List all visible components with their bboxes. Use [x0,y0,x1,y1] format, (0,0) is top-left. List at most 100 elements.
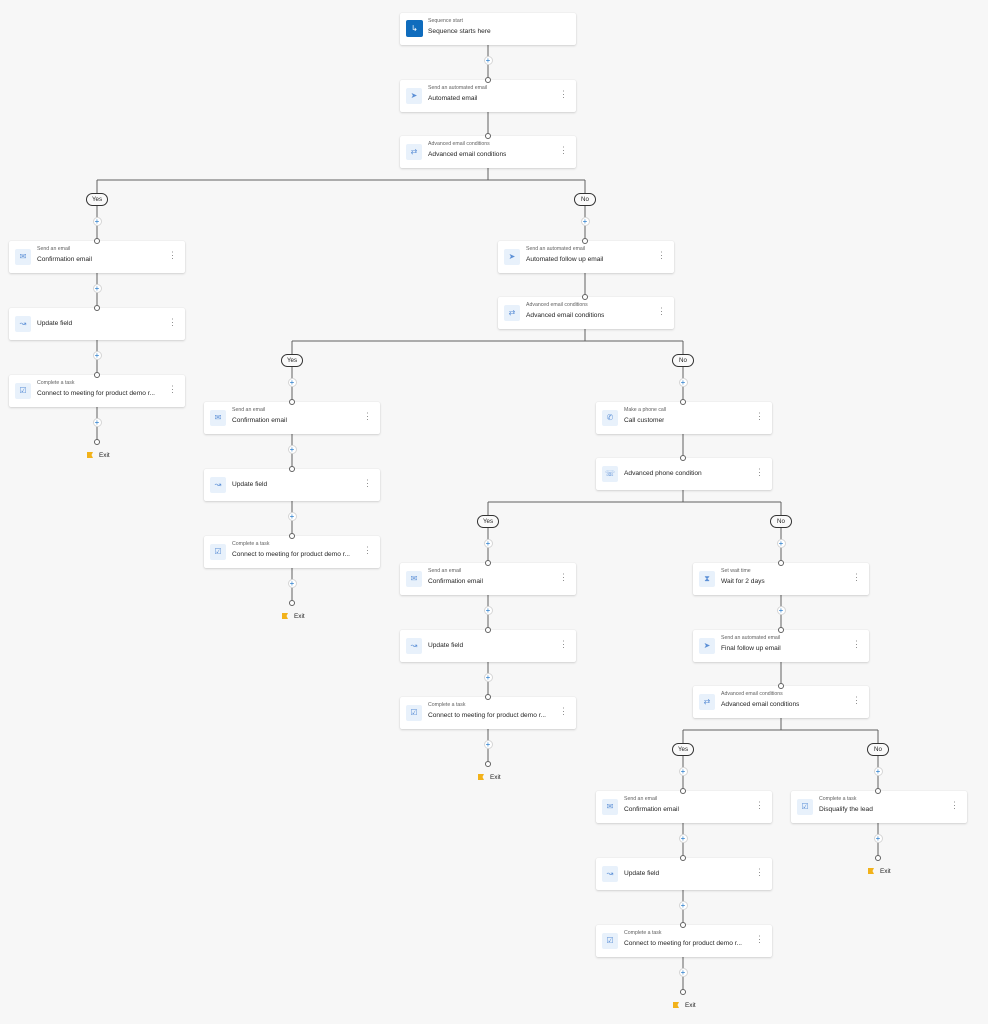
connector-node [778,560,784,566]
more-options-icon[interactable]: ⋮ [559,89,568,99]
add-step-button[interactable]: + [483,739,493,749]
more-options-icon[interactable]: ⋮ [852,639,861,649]
step-card-e-update[interactable]: ↝Update field⋮ [400,630,576,662]
connector-node [485,627,491,633]
connector-node [94,372,100,378]
more-options-icon[interactable]: ⋮ [950,800,959,810]
step-title: Connect to meeting for product demo r... [624,940,743,947]
more-options-icon[interactable]: ⋮ [168,317,177,327]
more-options-icon[interactable]: ⋮ [559,706,568,716]
more-options-icon[interactable]: ⋮ [168,384,177,394]
step-type-label: Complete a task [37,380,75,386]
step-title: Update field [624,870,660,877]
add-step-button[interactable]: + [287,377,297,387]
add-step-button[interactable]: + [776,605,786,615]
more-options-icon[interactable]: ⋮ [755,800,764,810]
complete-task-icon: ☑ [15,383,31,399]
step-type-label: Send an email [232,407,266,413]
branch-yes-label: Yes [672,742,694,756]
exit-flag-icon [478,774,484,780]
more-options-icon[interactable]: ⋮ [755,934,764,944]
connector-node [485,133,491,139]
add-step-button[interactable]: + [678,967,688,977]
connector-node [680,455,686,461]
more-options-icon[interactable]: ⋮ [755,867,764,877]
add-step-button[interactable]: + [287,578,297,588]
add-step-button[interactable]: + [873,833,883,843]
add-step-button[interactable]: + [483,672,493,682]
add-step-button[interactable]: + [92,283,102,293]
step-title: Disqualify the lead [819,806,873,813]
more-options-icon[interactable]: ⋮ [852,572,861,582]
add-step-button[interactable]: + [483,538,493,548]
step-title: Automated follow up email [526,256,604,263]
complete-task-icon: ☑ [797,799,813,815]
update-field-icon: ↝ [602,866,618,882]
add-step-button[interactable]: + [776,538,786,548]
more-options-icon[interactable]: ⋮ [657,250,666,260]
add-step-button[interactable]: + [678,766,688,776]
more-options-icon[interactable]: ⋮ [363,545,372,555]
step-card-c-update[interactable]: ↝Update field⋮ [204,469,380,501]
add-step-button[interactable]: + [483,55,493,65]
connector-node [875,855,881,861]
add-step-button[interactable]: + [873,766,883,776]
step-title: Advanced email conditions [721,701,800,708]
more-options-icon[interactable]: ⋮ [559,572,568,582]
step-type-label: Send an automated email [428,85,488,91]
phone-call-icon: ✆ [602,410,618,426]
send-automated-email-icon: ➤ [504,249,520,265]
more-options-icon[interactable]: ⋮ [559,145,568,155]
more-options-icon[interactable]: ⋮ [657,306,666,316]
step-type-label: Advanced email conditions [526,302,588,308]
add-step-button[interactable]: + [678,833,688,843]
add-step-button[interactable]: + [287,511,297,521]
step-card-g-update[interactable]: ↝ Update field ⋮ [596,858,772,890]
add-step-button[interactable]: + [678,377,688,387]
exit-node: Exit [478,774,501,781]
more-options-icon[interactable]: ⋮ [363,478,372,488]
update-field-icon: ↝ [210,477,226,493]
connector-node [680,922,686,928]
add-step-button[interactable]: + [92,216,102,226]
add-step-button[interactable]: + [678,900,688,910]
step-title: Final follow up email [721,645,781,652]
more-options-icon[interactable]: ⋮ [852,695,861,705]
add-step-button[interactable]: + [483,605,493,615]
more-options-icon[interactable]: ⋮ [363,411,372,421]
add-step-button[interactable]: + [92,350,102,360]
step-title: Confirmation email [624,806,679,813]
add-step-button[interactable]: + [92,417,102,427]
step-card-a-update[interactable]: ↝Update field⋮ [9,308,185,340]
more-options-icon[interactable]: ⋮ [559,639,568,649]
exit-flag-icon [868,868,874,874]
exit-flag-icon [282,613,288,619]
add-step-button[interactable]: + [580,216,590,226]
connector-node [680,855,686,861]
step-card-d-phone-cond[interactable]: ☏Advanced phone condition⋮ [596,458,772,490]
exit-label: Exit [880,868,891,875]
add-step-button[interactable]: + [287,444,297,454]
more-options-icon[interactable]: ⋮ [168,250,177,260]
more-options-icon[interactable]: ⋮ [755,467,764,477]
more-options-icon[interactable]: ⋮ [755,411,764,421]
